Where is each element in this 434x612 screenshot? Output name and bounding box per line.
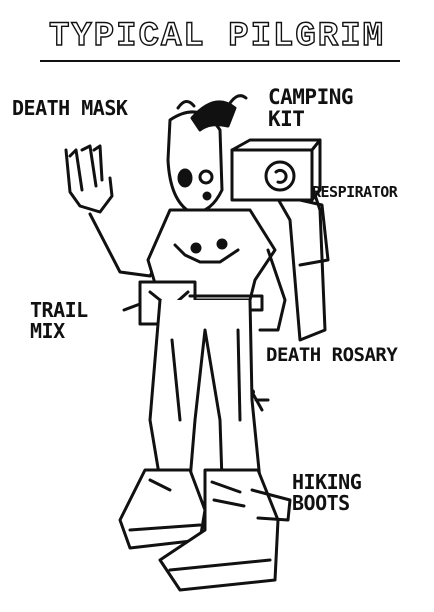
legs xyxy=(150,300,260,480)
label-trail-mix-line1: TRAIL xyxy=(30,300,120,321)
label-hiking-boots-line1: HIKING xyxy=(292,472,392,493)
hiking-boots xyxy=(120,470,290,590)
label-trail-mix-line2: MIX xyxy=(30,321,120,342)
label-trail-mix: TRAIL MIX xyxy=(30,300,120,342)
label-hiking-boots: HIKING BOOTS xyxy=(292,472,392,514)
label-hiking-boots-line2: BOOTS xyxy=(292,493,392,514)
death-mask xyxy=(168,112,222,212)
camping-kit-box xyxy=(232,140,320,200)
label-camping-kit-line1: CAMPING xyxy=(268,86,388,108)
label-respirator: RESPIRATOR xyxy=(312,185,397,201)
label-camping-kit: CAMPING KIT xyxy=(268,86,388,130)
label-death-rosary: DEATH ROSARY xyxy=(266,346,397,366)
waving-hand xyxy=(66,146,112,212)
label-death-mask: DEATH MASK xyxy=(12,98,127,119)
label-camping-kit-line2: KIT xyxy=(268,108,388,130)
